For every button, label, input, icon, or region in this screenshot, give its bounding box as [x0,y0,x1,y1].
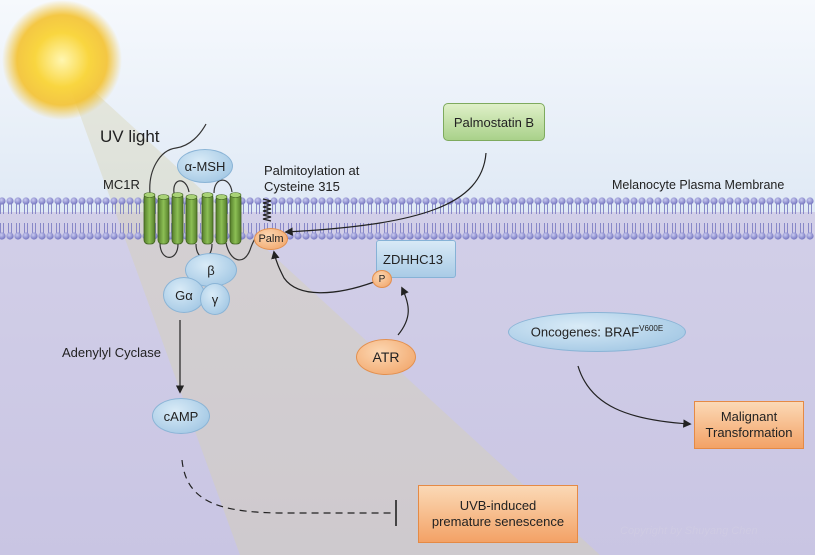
malignant-line1: Malignant [720,409,778,424]
transmembrane-helix [229,193,242,245]
helix-cap [215,194,228,200]
alpha-msh-label: α-MSH [184,158,226,174]
oncogenes-label: Oncogenes: BRAFV600E [531,324,663,339]
camp-molecule: cAMP [152,398,210,434]
helix-cap [201,192,214,198]
palm-group: Palm [254,228,288,250]
extracellular-space [0,0,815,212]
arrow-palmostatin-palm [284,152,487,236]
adenylyl-cyclase-label: Adenylyl Cyclase [62,345,161,360]
p-label: P [378,273,386,285]
alpha-msh-ligand: α-MSH [177,149,233,183]
palmitoyl-chain-icon [262,198,272,222]
oncogenes-braf: Oncogenes: BRAFV600E [508,312,686,352]
uvb-senescence-box: UVB-induced premature senescence [418,485,578,543]
beta-label: β [207,262,215,278]
malignant-text: Malignant Transformation [706,409,793,441]
inhibition-camp-senescence [181,459,394,514]
uv-light-label: UV light [100,127,160,146]
transmembrane-helix [143,193,156,245]
uvb-line2: premature senescence [431,514,565,529]
palmitoylation-label-line2: Cysteine 315 [264,179,340,194]
braf-mutation-sup: V600E [639,324,664,334]
uvb-text: UVB-induced premature senescence [432,498,564,530]
uvb-line1: UVB-induced [459,498,537,513]
g-alpha-subunit: Gα [163,277,205,313]
palm-label: Palm [258,233,284,245]
transmembrane-helix [215,195,228,245]
helix-cap [171,192,184,198]
copyright-text: Copyright by Shuyang Chen [620,525,758,537]
malignant-line2: Transformation [705,425,793,440]
transmembrane-helix [185,195,198,245]
atr-protein: ATR [356,339,416,375]
arrows [175,152,692,526]
mc1r-label: MC1R [103,177,140,192]
galpha-label: Gα [175,287,193,303]
palmostatin-b-box: Palmostatin B [443,103,545,141]
camp-label: cAMP [163,408,199,424]
helix-cap [229,192,242,198]
transmembrane-helix [157,195,170,245]
palmitoylation-label-line1: Palmitoylation at [264,163,360,178]
atr-label: ATR [372,349,400,365]
mc1r-receptor [143,192,242,245]
membrane-label: Melanocyte Plasma Membrane [612,178,785,192]
arrow-zdhhc13-palm [271,250,375,294]
oncogenes-text: Oncogenes: BRAF [530,324,640,340]
arrow-atr-zdhhc13 [397,286,409,336]
g-gamma-subunit: γ [200,283,230,315]
arrow-oncogenes-malignant [577,365,692,428]
palmostatin-label: Palmostatin B [453,114,535,130]
transmembrane-helix [171,193,184,245]
phosphate-group: P [372,270,392,288]
zdhhc13-enzyme: ZDHHC13 [376,240,456,278]
transmembrane-helix [201,193,214,245]
helix-cap [143,192,156,198]
zdhhc13-label: ZDHHC13 [383,251,443,267]
helix-cap [185,194,198,200]
helix-cap [157,194,170,200]
gamma-label: γ [211,291,219,307]
sun-icon [2,0,122,120]
malignant-transformation-box: Malignant Transformation [694,401,804,449]
